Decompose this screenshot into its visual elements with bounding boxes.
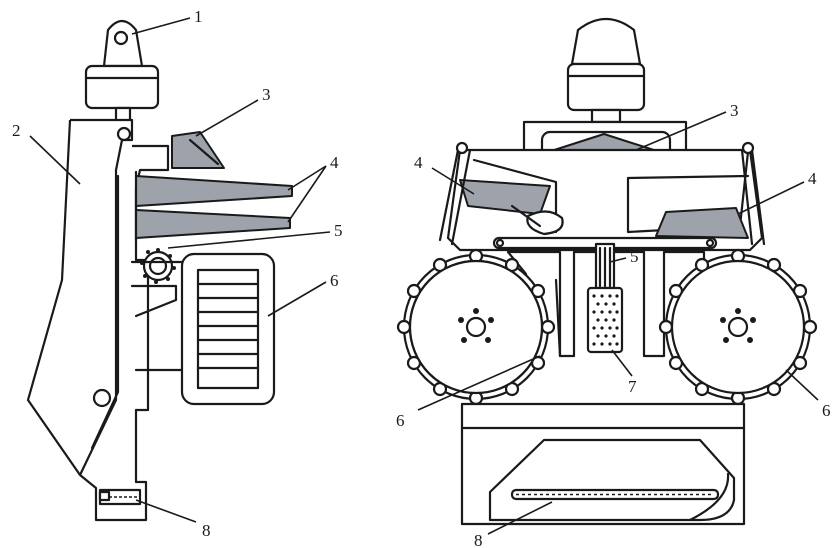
label-6-side: 6 — [330, 271, 339, 290]
front-head-block — [566, 62, 646, 112]
label-3-side: 3 — [262, 85, 271, 104]
label-7-front: 7 — [628, 377, 637, 396]
sprocket-teeth — [140, 248, 176, 284]
label-5-side: 5 — [334, 221, 343, 240]
label-4-front-right: 4 — [808, 169, 817, 188]
wheel-treads — [196, 268, 260, 390]
part-labels: 1 2 3 4 5 6 8 3 4 4 5 6 6 7 8 — [12, 7, 831, 548]
right-mouldboard — [655, 207, 749, 239]
right-star-wheel — [658, 248, 818, 406]
label-8-front: 8 — [474, 531, 483, 548]
label-2-side: 2 — [12, 121, 21, 140]
pivot-pin — [92, 388, 112, 408]
label-6-front-left: 6 — [396, 411, 405, 430]
front-view — [396, 18, 819, 535]
drive-sprocket — [142, 250, 174, 282]
lower-mouldboard — [135, 209, 291, 239]
side-view — [26, 17, 331, 523]
upper-mouldboard — [135, 175, 293, 207]
front-view-leaders — [417, 111, 819, 535]
mesh-dots — [592, 294, 619, 346]
suspension-head — [84, 64, 160, 110]
side-view-leaders — [29, 17, 331, 523]
label-5-front: 5 — [630, 247, 639, 266]
front-hood — [570, 18, 642, 66]
label-4-front-left: 4 — [414, 153, 423, 172]
lifting-eye-hole — [113, 30, 129, 46]
label-4-side: 4 — [330, 153, 339, 172]
elbow-guide — [526, 210, 564, 236]
label-3-front: 3 — [730, 101, 739, 120]
label-6-front-right: 6 — [822, 401, 831, 420]
left-star-wheel — [396, 248, 556, 406]
label-8-side: 8 — [202, 521, 211, 540]
label-1-side: 1 — [194, 7, 203, 26]
